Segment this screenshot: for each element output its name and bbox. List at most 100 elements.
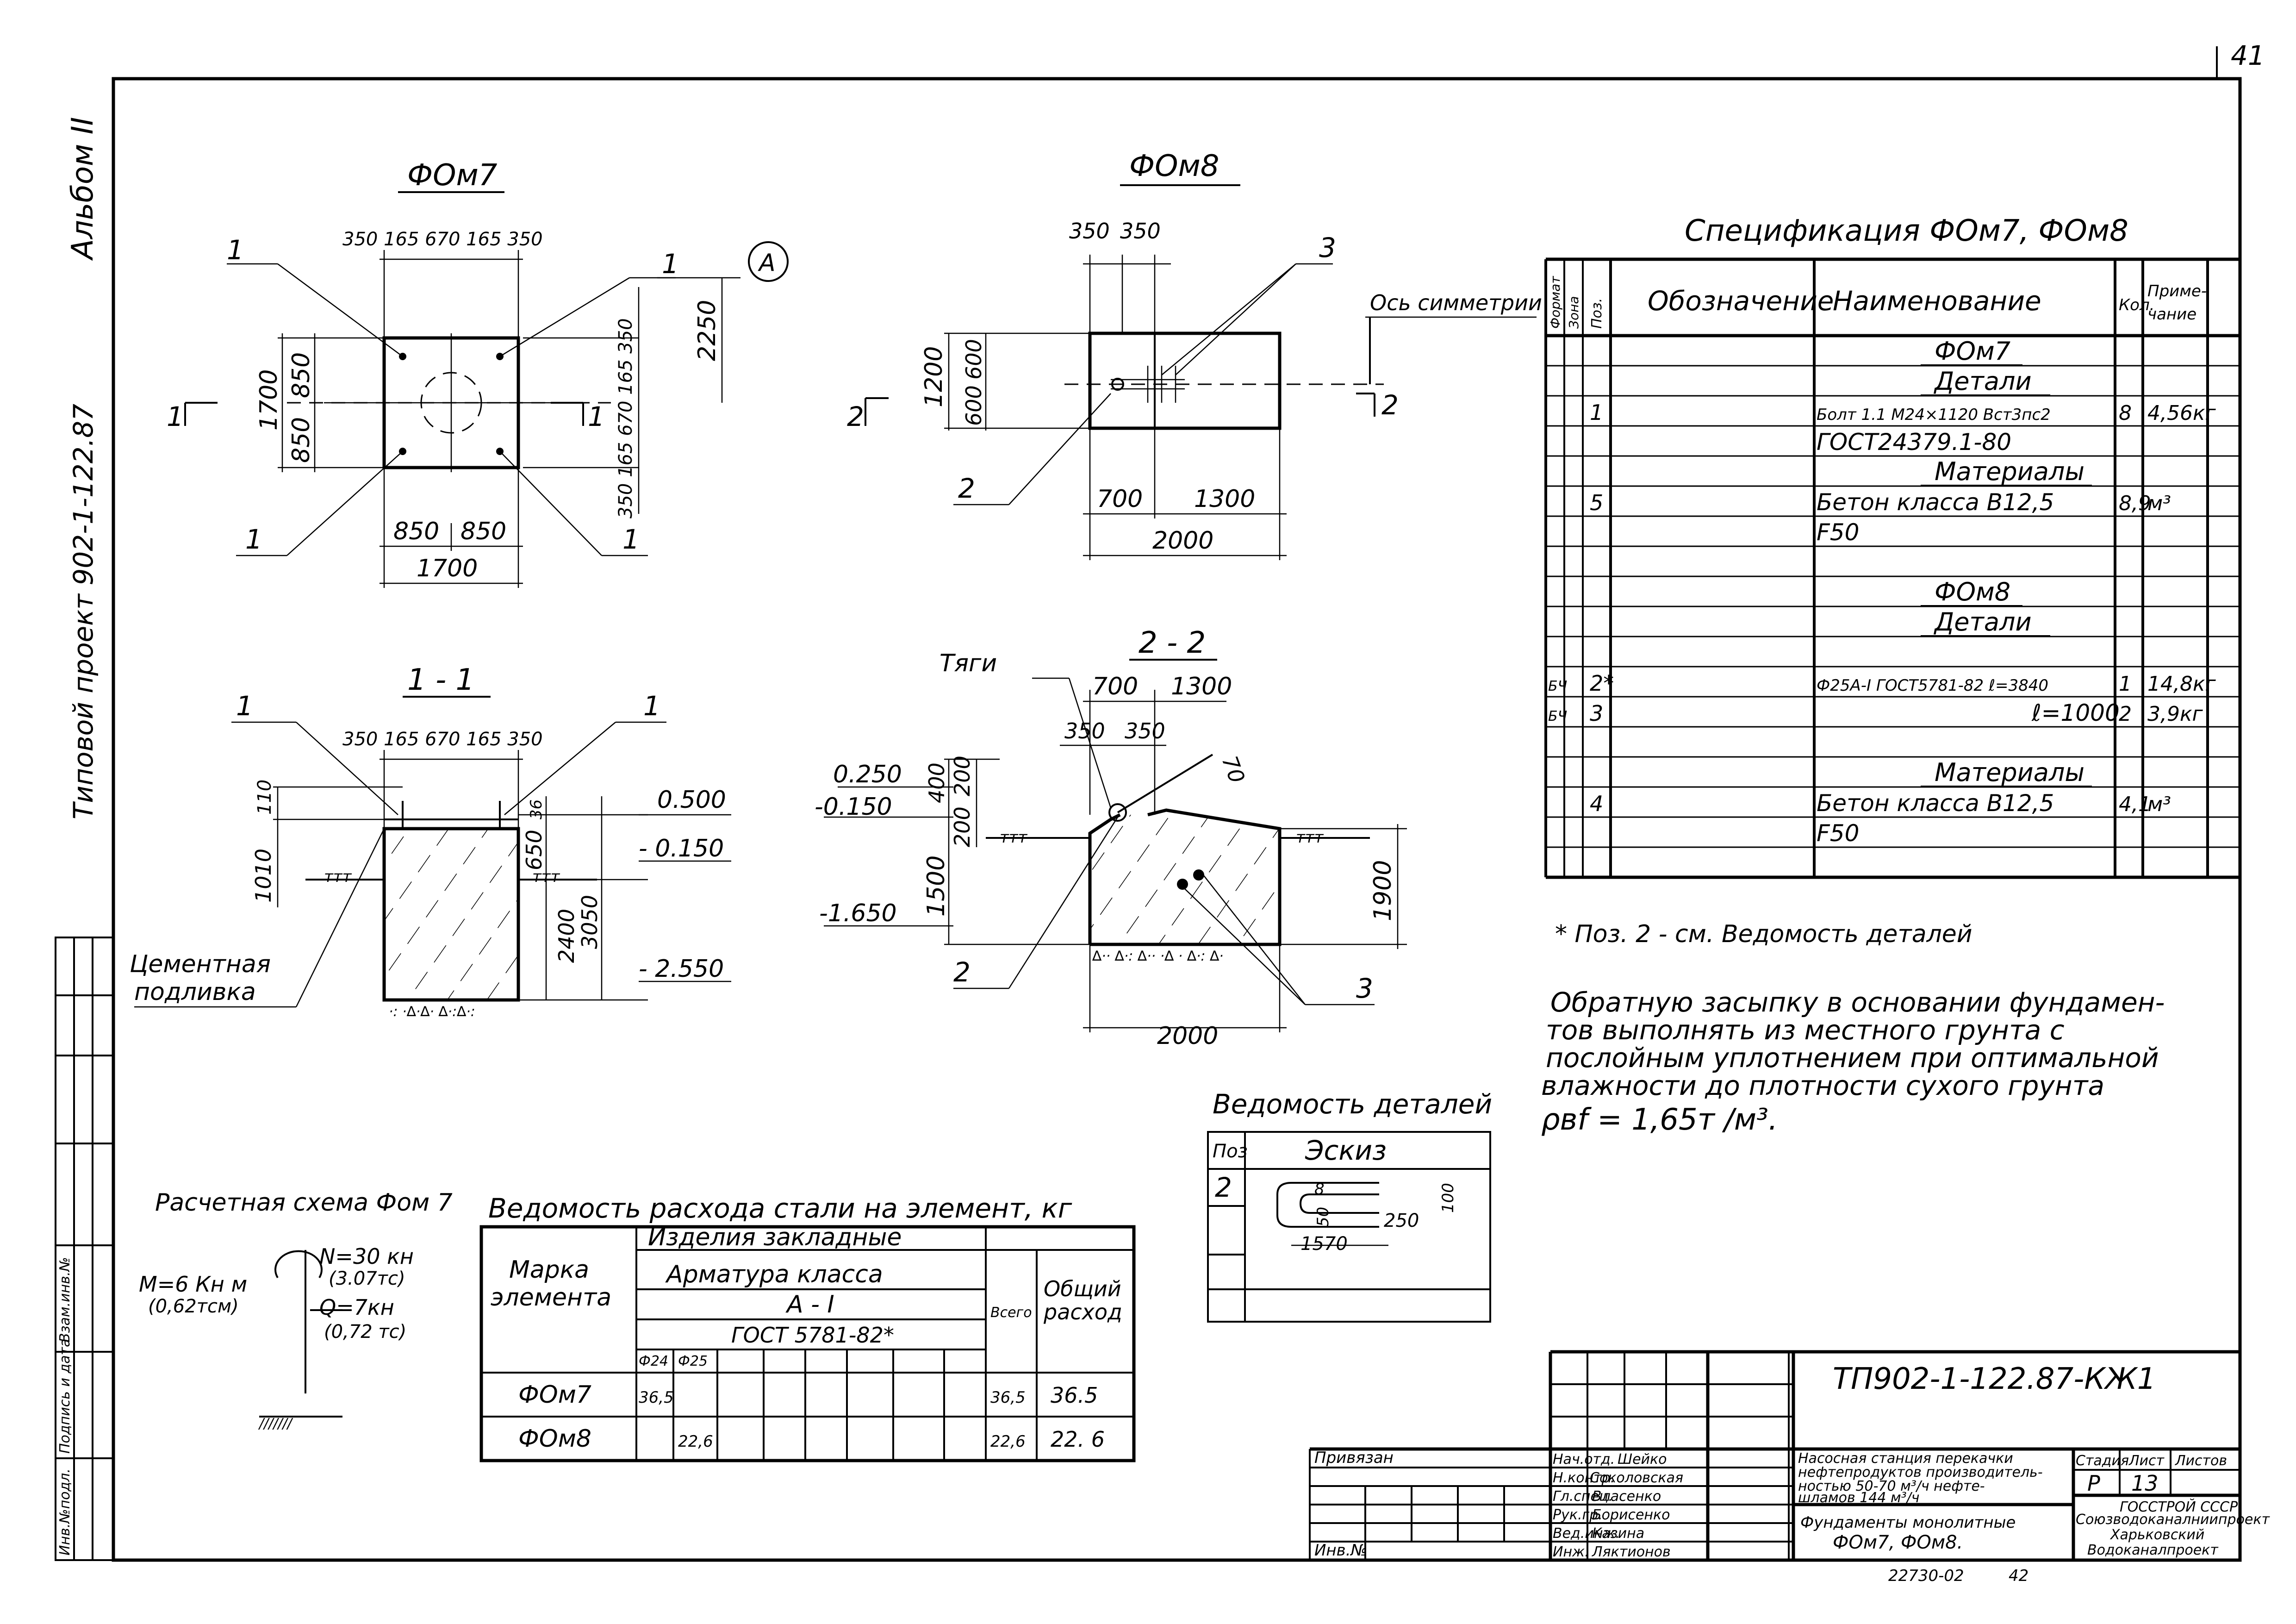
spec-header-pos: Поз.: [1589, 298, 1605, 329]
svg-text:350 165 670 165 350: 350 165 670 165 350: [615, 318, 636, 518]
svg-text:850: 850: [460, 518, 506, 545]
plan-fom7-title: ФОм7: [407, 158, 498, 193]
svg-text:Насосная станция перекачки: Насосная станция перекачки: [1798, 1450, 2013, 1467]
spec-name: Бетон класса В12,5: [1817, 489, 2054, 516]
svg-text:350 165 670 165 350: 350 165 670 165 350: [342, 229, 543, 250]
spec-name: F50: [1817, 820, 1859, 847]
plan-fom7: ФОм7 1 1 1 1 1 1 350 165 670 165 350: [167, 158, 789, 588]
spec-footnote: * Поз. 2 - см. Ведомость деталей: [1555, 920, 1972, 948]
svg-text:∆·· ∆·: ∆·· ·∆ · ∆·: ∆·: ∆·· ∆·: ∆·· ·∆ · ∆·: ∆·: [1092, 948, 1224, 964]
svg-text:0.250: 0.250: [833, 761, 902, 788]
svg-text:M=6 Кн м: M=6 Кн м: [139, 1272, 247, 1297]
svg-text:Рук.гр.: Рук.гр.: [1553, 1507, 1603, 1523]
svg-text:///////: ///////: [258, 1416, 293, 1432]
svg-text:Подпись и дата: Подпись и дата: [57, 1339, 73, 1454]
svg-text:1: 1: [227, 234, 244, 266]
svg-text:Ведомость расхода стали на эле: Ведомость расхода стали на элемент, кг: [488, 1193, 1072, 1224]
svg-text:ттт: ттт: [1296, 828, 1324, 847]
svg-text:Взам.инв.№: Взам.инв.№: [57, 1257, 73, 1343]
svg-text:ФОм7, ФОм8.: ФОм7, ФОм8.: [1833, 1532, 1963, 1553]
spec-format: БЧ: [1548, 678, 1567, 694]
plan-fom8: ФОм8 Ось симметрии 2 2 3 2 350 350: [847, 149, 1542, 560]
svg-text:Казина: Казина: [1592, 1525, 1644, 1542]
project-label: Типовой проект 902-1-122.87: [68, 404, 99, 819]
svg-text:22,6: 22,6: [990, 1432, 1026, 1451]
svg-text:расход: расход: [1043, 1299, 1122, 1324]
section-2-2: 2 - 2 ттт ттт ∆·· ∆·: ∆·· ·∆ · ∆·: ∆· Тяг…: [815, 626, 1407, 1050]
svg-text:Эскиз: Эскиз: [1305, 1135, 1387, 1166]
spec-qty: 1: [2119, 672, 2132, 696]
svg-text:22. 6: 22. 6: [1051, 1427, 1105, 1452]
spec-header-note: Приме-: [2147, 282, 2207, 300]
svg-text:600: 600: [961, 339, 986, 380]
svg-text:36: 36: [527, 800, 546, 819]
svg-text:Вед.инж.: Вед.инж.: [1553, 1525, 1620, 1542]
svg-text:700: 700: [1097, 485, 1143, 513]
spec-name: Материалы: [1935, 457, 2084, 486]
svg-text:Нач.отд.: Нач.отд.: [1553, 1451, 1615, 1468]
svg-text:ГОСТ 5781-82*: ГОСТ 5781-82*: [731, 1323, 894, 1348]
svg-text:350: 350: [1064, 718, 1105, 743]
svg-text:850: 850: [287, 352, 315, 398]
svg-text:1: 1: [588, 401, 605, 432]
svg-text:2: 2: [1215, 1172, 1232, 1203]
svg-text:(3.07тс): (3.07тс): [329, 1268, 405, 1289]
svg-text:3: 3: [1356, 973, 1373, 1004]
svg-text:ттт: ттт: [1000, 828, 1028, 847]
spec-pos: 2*: [1590, 671, 1614, 696]
svg-text:Обратную засыпку в основании ф: Обратную засыпку в основании фундамен-: [1550, 987, 2165, 1018]
svg-text:70: 70: [1217, 752, 1250, 786]
svg-text:2000: 2000: [1152, 527, 1213, 555]
svg-text:- 2.550: - 2.550: [639, 955, 724, 983]
svg-text:Тяги: Тяги: [940, 650, 997, 677]
svg-text:36,5: 36,5: [990, 1388, 1026, 1407]
svg-text:Водоканалпроект: Водоканалпроект: [2087, 1542, 2219, 1558]
svg-text:42: 42: [2009, 1567, 2028, 1585]
album-label: Альбом II: [66, 117, 100, 261]
svg-text:1200: 1200: [920, 346, 948, 407]
spec-title: Спецификация ФОм7, ФОм8: [1685, 214, 2128, 248]
svg-text:Р: Р: [2087, 1471, 2100, 1496]
page-number: 41: [2231, 40, 2265, 71]
svg-text:-1.650: -1.650: [819, 899, 897, 927]
svg-text:2: 2: [1381, 389, 1399, 421]
svg-text:шламов 144 м³/ч: шламов 144 м³/ч: [1798, 1490, 1920, 1506]
svg-text:1: 1: [643, 690, 660, 722]
svg-text:3: 3: [1319, 232, 1336, 263]
svg-text:2 - 2: 2 - 2: [1139, 626, 1206, 660]
spec-name: Бетон класса В12,5: [1817, 790, 2054, 817]
svg-text:Ведомость деталей: Ведомость деталей: [1213, 1088, 1492, 1120]
svg-text:100: 100: [1439, 1183, 1457, 1213]
svg-text:влажности до плотности сухого: влажности до плотности сухого грунта: [1541, 1070, 2104, 1101]
svg-text:13: 13: [2131, 1471, 2159, 1496]
svg-text:Ф25: Ф25: [678, 1353, 708, 1369]
svg-text:2400: 2400: [554, 909, 579, 963]
spec-qty: 2: [2119, 702, 2132, 726]
spec-pos: 5: [1590, 490, 1603, 515]
svg-text:200: 200: [950, 806, 975, 847]
spec-name: ГОСТ24379.1-80: [1817, 429, 2011, 456]
svg-text:400: 400: [924, 762, 949, 803]
svg-text:1300: 1300: [1194, 485, 1255, 513]
svg-text:1: 1: [245, 524, 262, 555]
svg-text:250: 250: [1384, 1210, 1419, 1231]
left-stamp: Инв.№подл. Подпись и дата Взам.инв.№: [55, 937, 114, 1561]
spec-format: БЧ: [1548, 708, 1567, 725]
spec-note: 3,9кг: [2147, 702, 2203, 726]
svg-text:3050: 3050: [577, 895, 602, 949]
svg-text:Поз: Поз: [1213, 1141, 1248, 1162]
svg-text:Ось симметрии: Ось симметрии: [1370, 290, 1542, 315]
spec-header-format: Формат: [1548, 276, 1563, 329]
spec-name: ℓ=1000: [2031, 700, 2120, 726]
svg-text:850: 850: [287, 417, 315, 463]
spec-name: Болт 1.1 М24×1120 Вст3пс2: [1817, 406, 2051, 424]
svg-text:2: 2: [847, 401, 864, 432]
svg-text:-0.150: -0.150: [815, 793, 892, 821]
svg-text:850: 850: [393, 518, 439, 545]
svg-text:Стадия: Стадия: [2076, 1453, 2129, 1469]
svg-text:1900: 1900: [1369, 860, 1397, 921]
svg-text:22,6: 22,6: [678, 1432, 713, 1451]
backfill-note: Обратную засыпку в основании фундамен- т…: [1541, 987, 2165, 1137]
